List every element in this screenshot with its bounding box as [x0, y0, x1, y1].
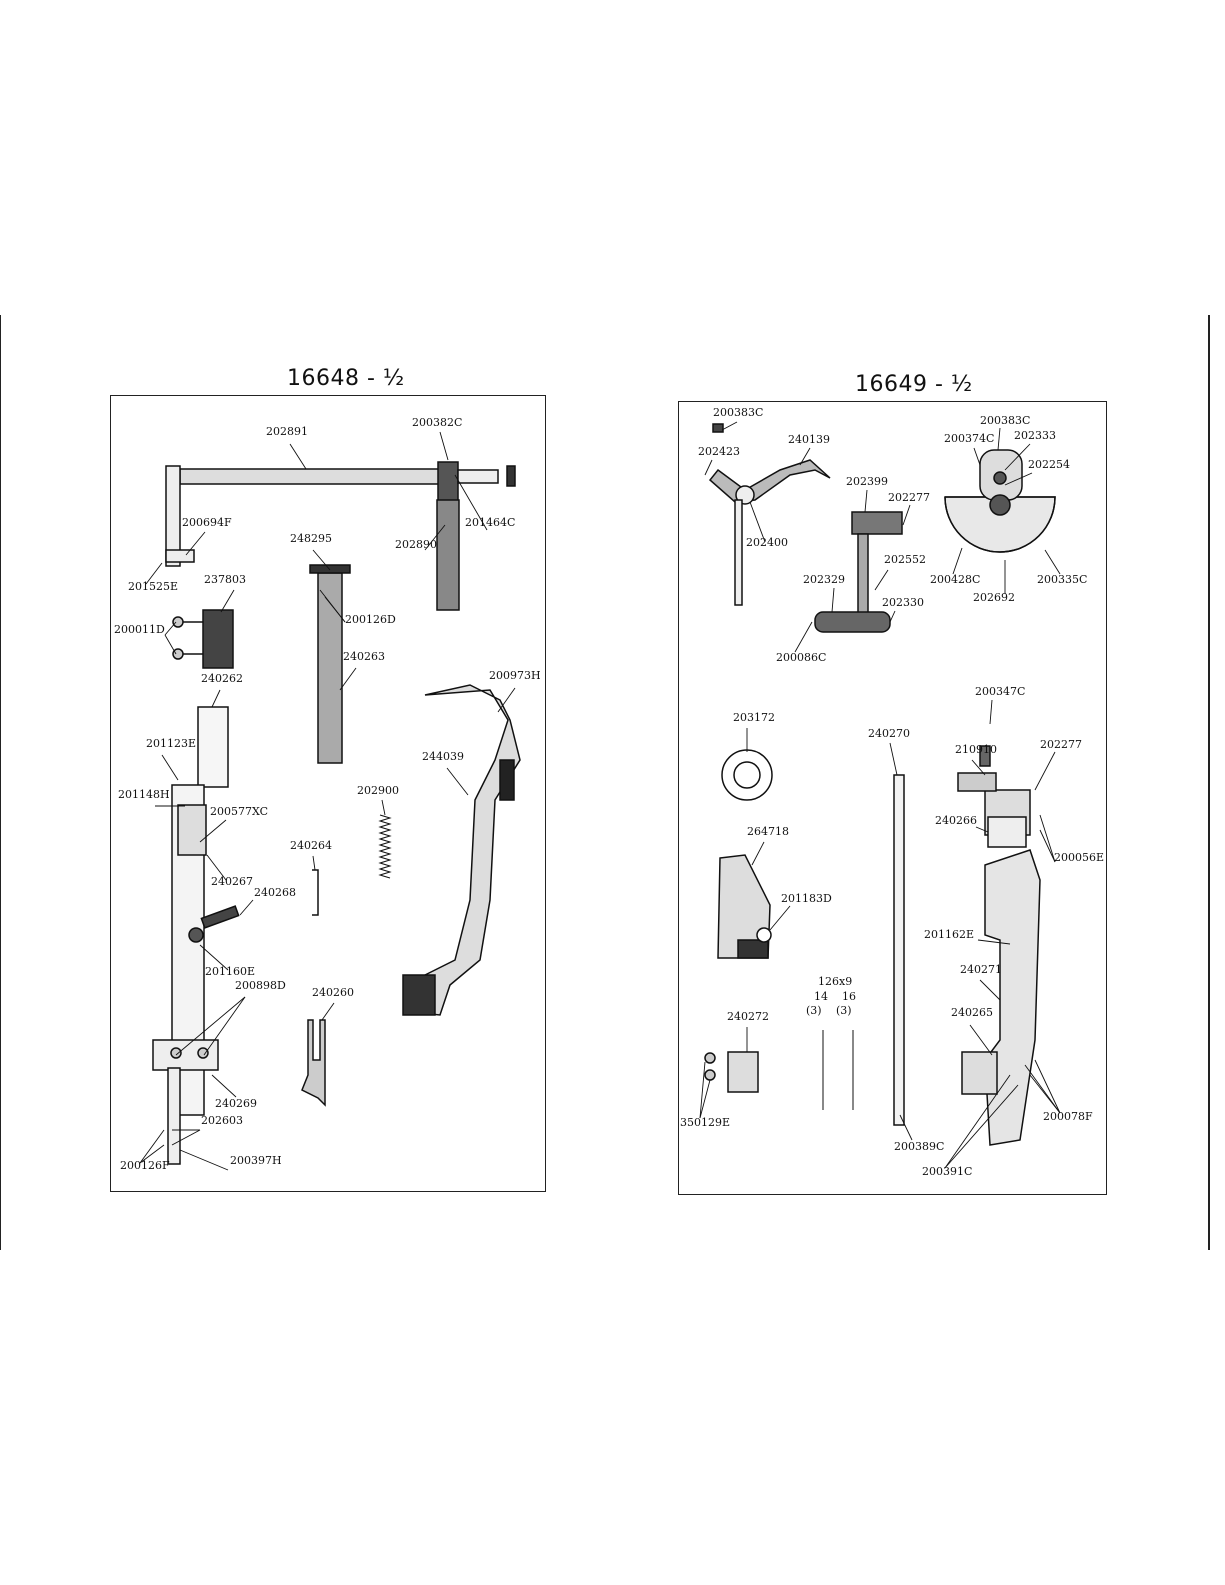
- bar-240263-drawing: [309, 564, 351, 764]
- part-label: 202890: [395, 538, 437, 551]
- part-label: 202423: [698, 445, 740, 458]
- part-label: 240269: [215, 1097, 257, 1110]
- left-page-title: 16648 - ½: [287, 366, 405, 391]
- part-label: 240139: [788, 433, 830, 446]
- needle-size-label: 16: [842, 990, 856, 1003]
- part-label: 200397H: [230, 1154, 282, 1167]
- right-leader-lines: [699, 421, 1061, 1169]
- part-label: 202399: [846, 475, 888, 488]
- part-label: 240265: [951, 1006, 993, 1019]
- part-label: 240262: [201, 672, 243, 685]
- block-240272-drawing: [704, 1051, 759, 1093]
- part-label: 200056E: [1054, 851, 1105, 864]
- part-label: 240270: [868, 727, 910, 740]
- part-label: 240268: [254, 886, 296, 899]
- part-label: 202277: [1040, 738, 1082, 751]
- part-label: 202603: [201, 1114, 243, 1127]
- part-label: 248295: [290, 532, 332, 545]
- part-label: 244039: [422, 750, 464, 763]
- part-label: 203172: [733, 711, 775, 724]
- fork-240260-drawing: [301, 1019, 326, 1107]
- part-label: 240263: [343, 650, 385, 663]
- lever-244039-drawing: [402, 684, 521, 1016]
- part-label: 200898D: [235, 979, 286, 992]
- part-label: 200391C: [922, 1165, 973, 1178]
- part-label: 200011D: [114, 623, 165, 636]
- left-leader-lines: [139, 431, 516, 1171]
- part-label: 202692: [973, 591, 1015, 604]
- part-label: 200374C: [944, 432, 995, 445]
- part-label: 350129E: [680, 1116, 731, 1129]
- part-label: 200078F: [1043, 1110, 1093, 1123]
- part-label: 200383C: [713, 406, 764, 419]
- rod-240270-drawing: [893, 774, 905, 1126]
- page-edge-left: [0, 315, 1, 1250]
- part-label: 202891: [266, 425, 308, 438]
- part-label: 201162E: [924, 928, 975, 941]
- part-label: 240260: [312, 986, 354, 999]
- part-label: 201160E: [205, 965, 256, 978]
- part-label: 202329: [803, 573, 845, 586]
- tbar-202552-drawing: [814, 511, 903, 633]
- spring-202900-drawing: [378, 814, 392, 879]
- part-label: 200086C: [776, 651, 827, 664]
- part-label: 200347C: [975, 685, 1026, 698]
- long-bar-drawing: [152, 706, 240, 1165]
- needles-drawing: [822, 1030, 854, 1110]
- part-label: 201525E: [128, 580, 179, 593]
- shaft-202891-drawing: [165, 461, 516, 611]
- page-edge-right: [1208, 315, 1210, 1250]
- part-label: 200383C: [980, 414, 1031, 427]
- part-label: 240267: [211, 875, 253, 888]
- part-label: 240272: [727, 1010, 769, 1023]
- part-label: 202254: [1028, 458, 1070, 471]
- part-label: 201148H: [118, 788, 170, 801]
- needle-size-label: 14: [814, 990, 828, 1003]
- part-label: 200126F: [120, 1159, 170, 1172]
- part-label: 237803: [204, 573, 246, 586]
- part-label: 200428C: [930, 573, 981, 586]
- bar-240271-drawing: [957, 745, 1041, 1146]
- washer-203172-drawing: [721, 749, 773, 801]
- part-label: 240264: [290, 839, 332, 852]
- part-label: 200577XC: [210, 805, 269, 818]
- arm-240139-drawing: [708, 423, 831, 606]
- needle-type-label: 126x9: [818, 975, 853, 988]
- part-label: 201464C: [465, 516, 516, 529]
- pin-240264-drawing: [312, 869, 319, 916]
- part-label: 210910: [955, 743, 997, 756]
- part-label: 200973H: [489, 669, 541, 682]
- part-label: 202330: [882, 596, 924, 609]
- part-label: 240266: [935, 814, 977, 827]
- part-label: 201183D: [781, 892, 832, 905]
- part-label: 202277: [888, 491, 930, 504]
- needle-qty-label: (3): [806, 1004, 822, 1017]
- part-label: 200335C: [1037, 573, 1088, 586]
- right-diagram-frame: [678, 401, 1107, 1195]
- part-label: 202400: [746, 536, 788, 549]
- part-label: 201123E: [146, 737, 197, 750]
- left-diagram-frame: [110, 395, 546, 1192]
- part-label: 240271: [960, 963, 1002, 976]
- plate-237803-drawing: [172, 609, 234, 669]
- block-264718-drawing: [717, 854, 772, 959]
- part-label: 202900: [357, 784, 399, 797]
- cam-202692-drawing: [944, 449, 1056, 553]
- part-label: 202333: [1014, 429, 1056, 442]
- part-label: 264718: [747, 825, 789, 838]
- right-page-title: 16649 - ½: [855, 372, 973, 397]
- part-label: 202552: [884, 553, 926, 566]
- part-label: 200126D: [345, 613, 396, 626]
- part-label: 200694F: [182, 516, 232, 529]
- part-label: 200389C: [894, 1140, 945, 1153]
- needle-qty-label: (3): [836, 1004, 852, 1017]
- part-label: 200382C: [412, 416, 463, 429]
